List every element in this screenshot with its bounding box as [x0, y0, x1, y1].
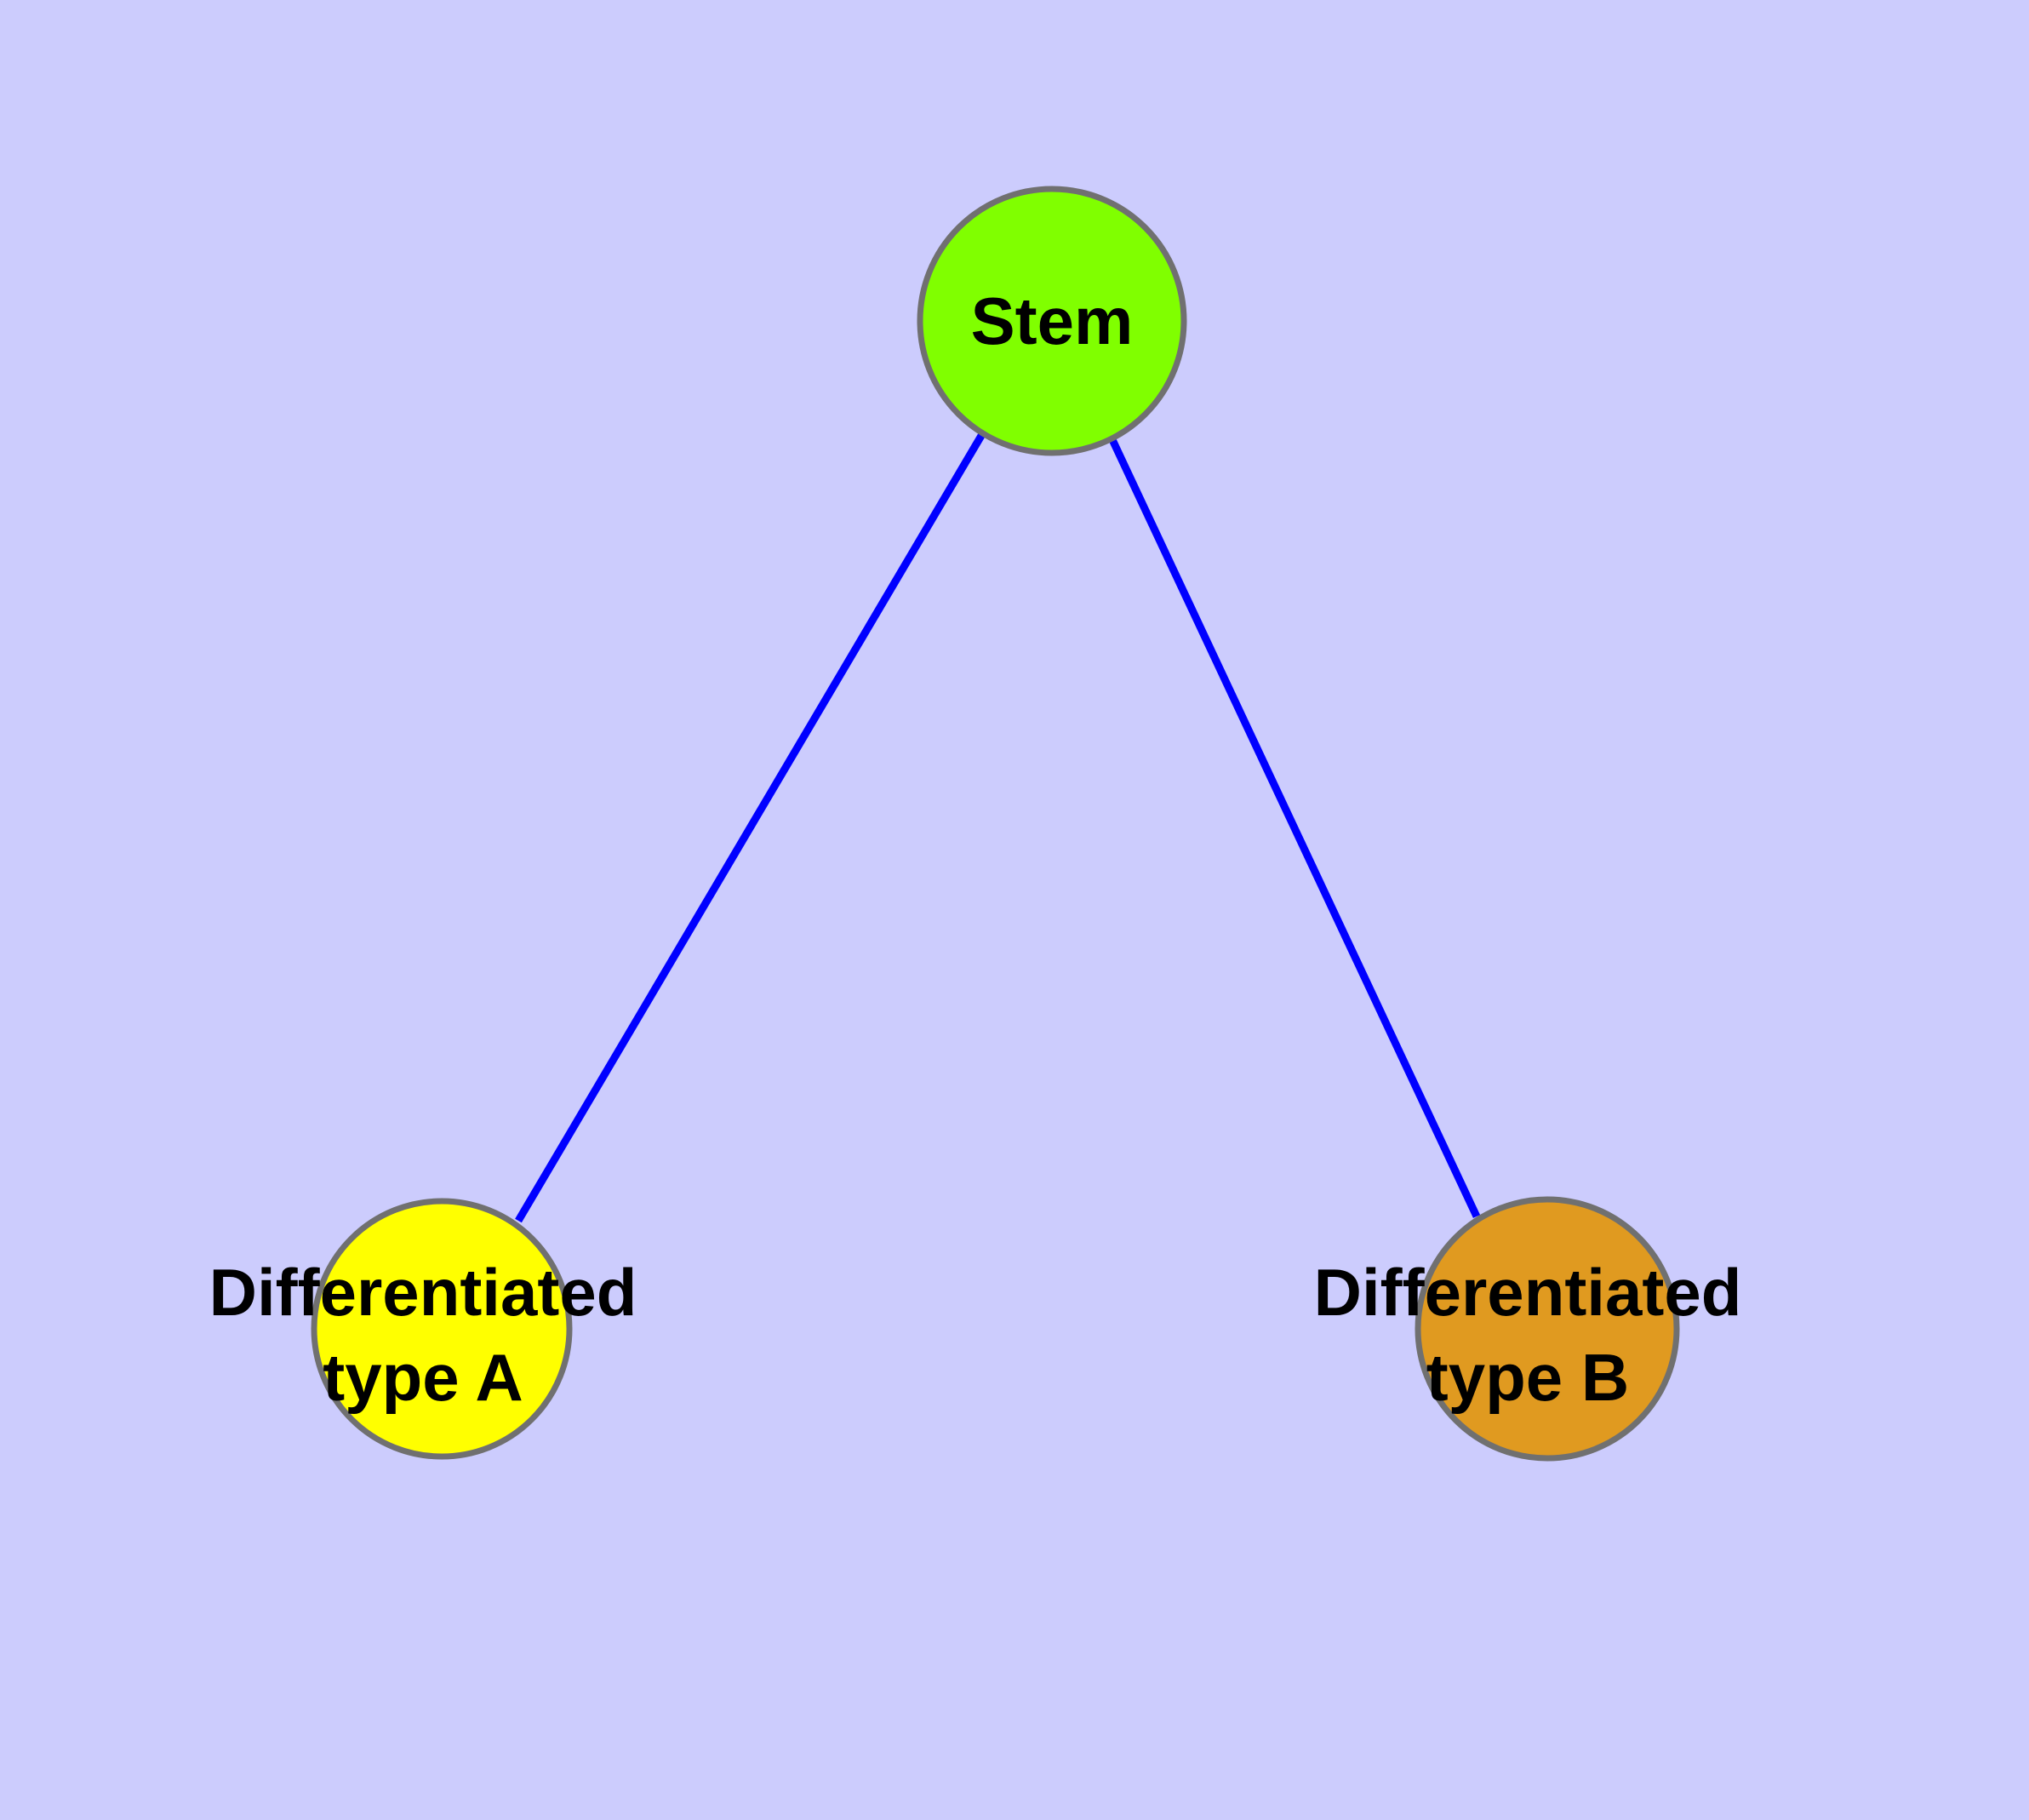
node-stem[interactable]	[917, 186, 1187, 456]
edge-stem-to-differentiated-b[interactable]	[1105, 431, 1481, 1218]
node-label-differentiated-b-line2: type B	[1426, 1340, 1629, 1415]
node-label-differentiated-a-line2: type A	[323, 1340, 523, 1415]
edge-stem-to-differentiated-a[interactable]	[515, 427, 988, 1223]
node-differentiated-type-b[interactable]	[1415, 1196, 1680, 1462]
node-differentiated-type-a[interactable]	[311, 1198, 573, 1460]
node-label-stem: Stem	[971, 283, 1134, 358]
node-label-differentiated-a-line1: Differentiated	[209, 1255, 637, 1330]
node-label-differentiated-b-line1: Differentiated	[1314, 1255, 1742, 1330]
